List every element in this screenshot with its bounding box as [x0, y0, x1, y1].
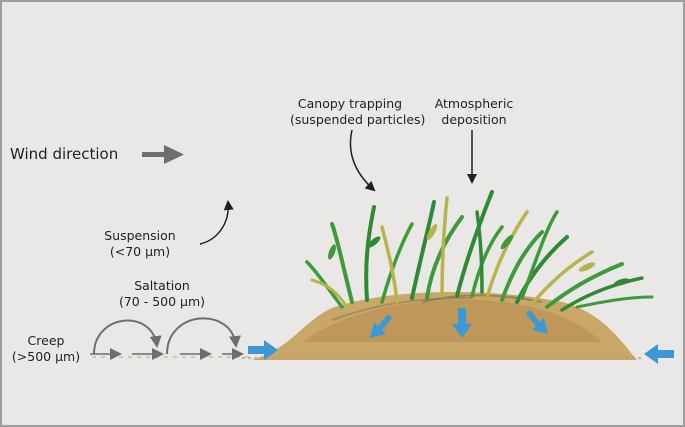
wind-direction-arrow-icon — [142, 145, 184, 164]
creep-title: Creep — [8, 333, 84, 349]
suspension-label: Suspension (<70 µm) — [100, 228, 180, 260]
creep-subtitle: (>500 µm) — [8, 349, 84, 365]
suspension-subtitle: (<70 µm) — [100, 244, 180, 260]
atmospheric-title: Atmospheric — [432, 96, 516, 112]
canopy-trapping-title: Canopy trapping — [290, 96, 410, 112]
atmospheric-subtitle: deposition — [432, 112, 516, 128]
suspension-arrow-icon — [200, 202, 228, 244]
saltation-subtitle: (70 - 500 µm) — [114, 294, 210, 310]
canopy-trapping-label: Canopy trapping (suspended particles) — [290, 96, 410, 128]
creep-label: Creep (>500 µm) — [8, 333, 84, 365]
wind-direction-label: Wind direction — [10, 146, 118, 162]
saltation-label: Saltation (70 - 500 µm) — [114, 278, 210, 310]
saltation-arc-2-icon — [167, 318, 236, 354]
canopy-trapping-subtitle: (suspended particles) — [290, 112, 410, 128]
grass-clump — [307, 192, 652, 310]
suspension-title: Suspension — [100, 228, 180, 244]
saltation-arc-1-icon — [94, 321, 157, 354]
canopy-trapping-arrow-icon — [350, 130, 374, 190]
atmospheric-deposition-label: Atmospheric deposition — [432, 96, 516, 128]
saltation-title: Saltation — [114, 278, 210, 294]
